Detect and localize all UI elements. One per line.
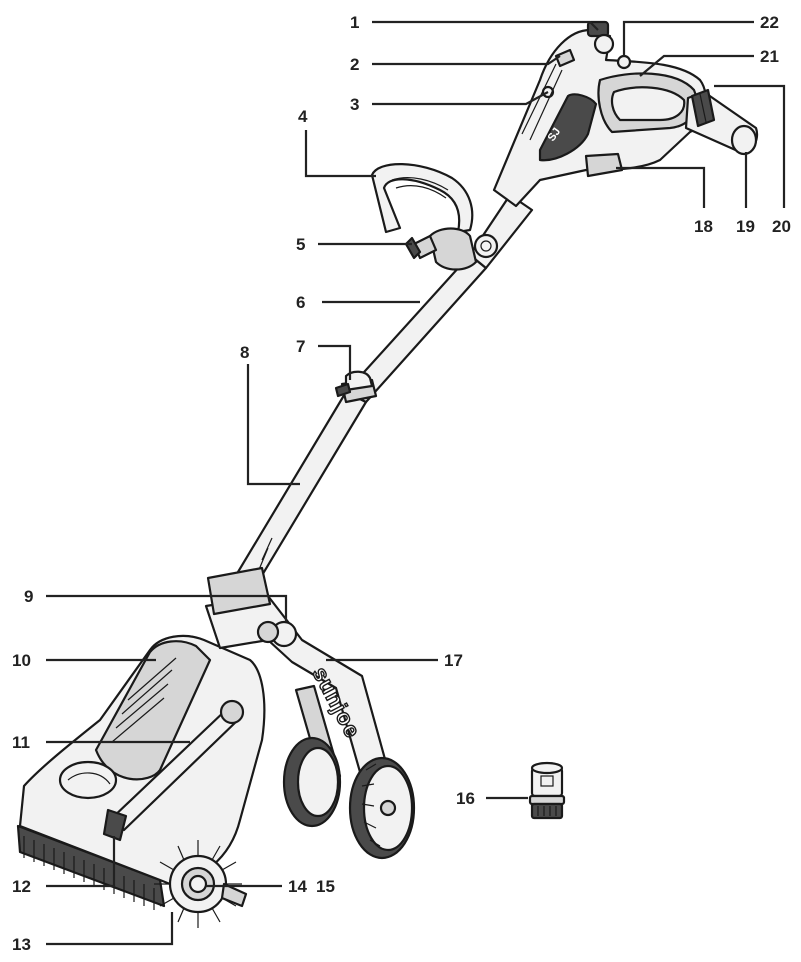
label-17: 17	[444, 651, 463, 670]
rear-handle	[684, 88, 759, 156]
label-14: 14	[288, 877, 307, 896]
label-6: 6	[296, 293, 305, 312]
label-1: 1	[350, 13, 359, 32]
label-21: 21	[760, 47, 779, 66]
label-18: 18	[694, 217, 713, 236]
label-16: 16	[456, 789, 475, 808]
side-brush	[154, 840, 242, 928]
motor-housing: SJ	[492, 20, 707, 208]
label-13: 13	[12, 935, 31, 954]
label-11: 11	[12, 733, 30, 752]
label-4: 4	[298, 107, 308, 126]
label-12: 12	[12, 877, 31, 896]
wheels	[282, 736, 416, 860]
hose-connector	[528, 761, 566, 820]
label-3: 3	[350, 95, 359, 114]
cleaning-head	[16, 634, 266, 928]
part-labels: 1 2 3 4 5 6 7 8 9 10 11 12 13 14 15 16 1…	[12, 13, 791, 954]
label-19: 19	[736, 217, 755, 236]
label-10: 10	[12, 651, 31, 670]
label-15: 15	[316, 877, 335, 896]
label-2: 2	[350, 55, 359, 74]
label-22: 22	[760, 13, 779, 32]
leader-lines	[46, 20, 786, 946]
label-7: 7	[296, 337, 305, 356]
auxiliary-handle	[370, 163, 499, 271]
label-20: 20	[772, 217, 791, 236]
label-9: 9	[24, 587, 33, 606]
label-5: 5	[296, 235, 305, 254]
main-shaft	[230, 193, 534, 594]
label-8: 8	[240, 343, 249, 362]
